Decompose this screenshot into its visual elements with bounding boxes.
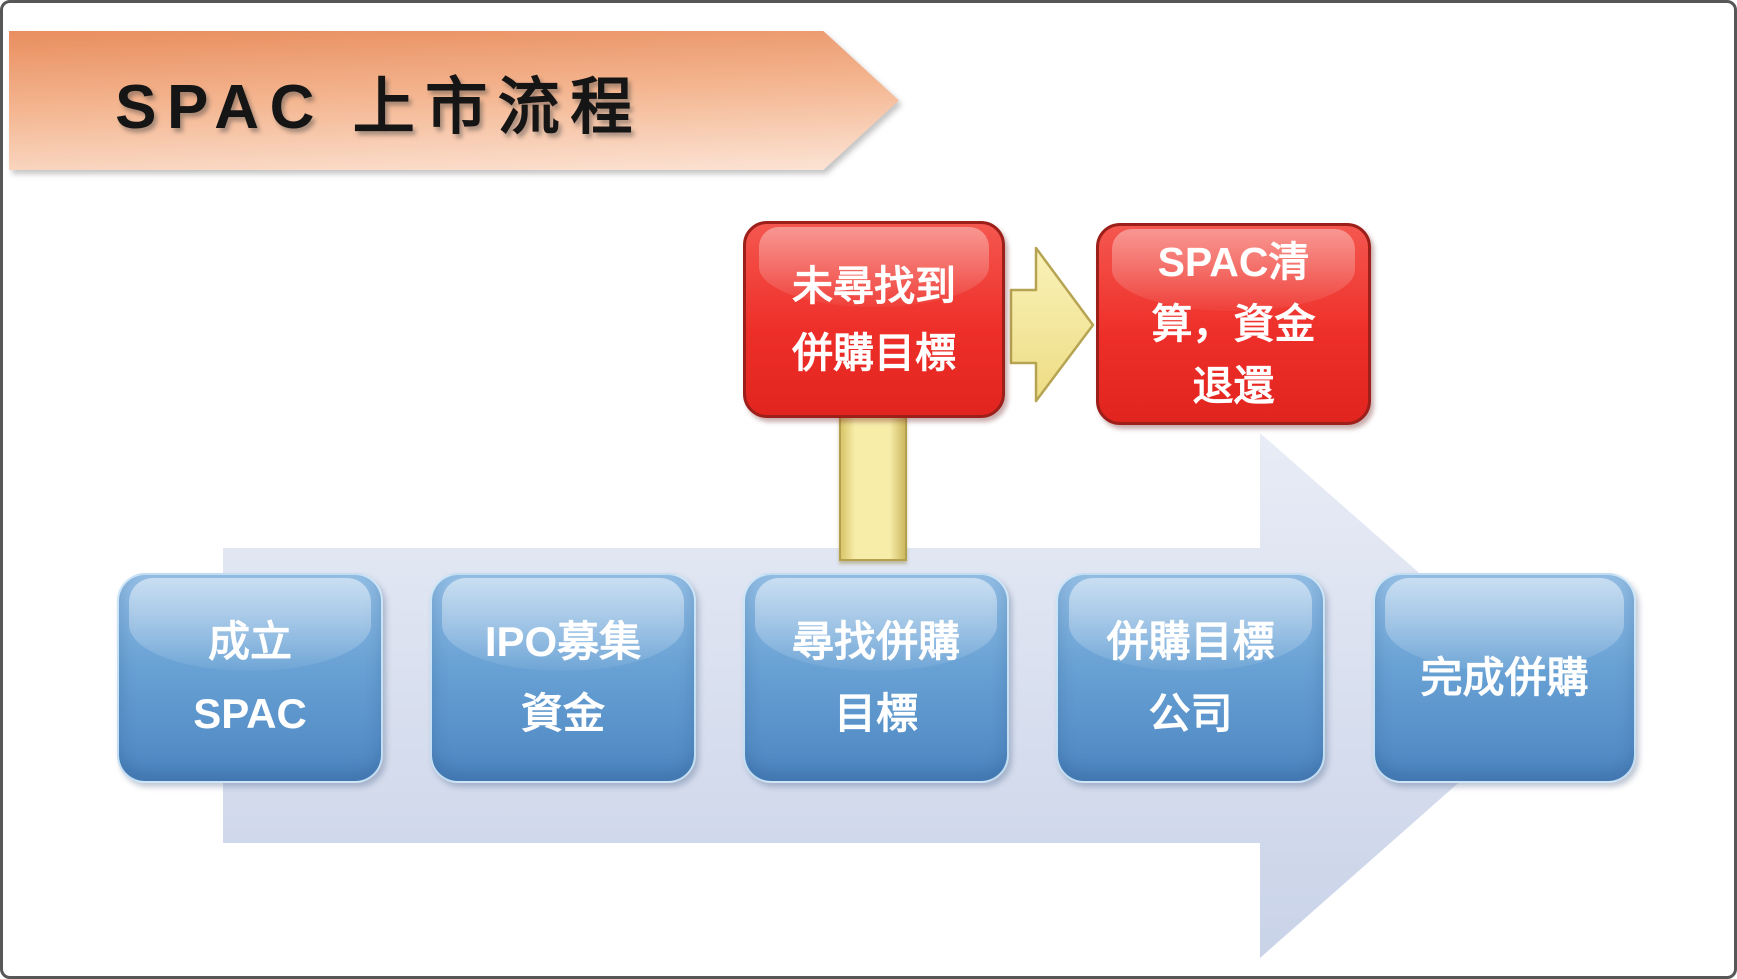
step-node-search-target: 尋找併購 目標 (743, 573, 1009, 783)
branch-arrow-icon (1009, 246, 1095, 403)
step-label: IPO募集 資金 (484, 617, 642, 737)
step-node-target-company: 併購目標 公司 (1056, 573, 1325, 783)
step-node-establish-spac: 成立 SPAC (117, 573, 383, 783)
step-node-complete-merger: 完成併購 (1373, 573, 1636, 783)
step-label: 併購目標 公司 (1106, 617, 1275, 737)
branch-connector-shape (839, 416, 907, 561)
page-title: SPAC 上市流程 (115, 72, 643, 142)
branch-node-liquidation-refund: SPAC清 算，資金 退還 (1096, 223, 1371, 425)
branch-node-label: 未尋找到 併購目標 (792, 263, 956, 376)
step-label: 完成併購 (1420, 653, 1589, 701)
title-banner-arrow-shape (9, 31, 899, 170)
step-label: 尋找併購 目標 (791, 617, 960, 737)
title-banner: SPAC 上市流程 (9, 31, 899, 170)
branch-node-label: SPAC清 算，資金 退還 (1151, 238, 1316, 410)
right-arrow-glyph (1009, 246, 1095, 403)
branch-node-no-target-found: 未尋找到 併購目標 (743, 221, 1005, 418)
step-label: 成立 SPAC (193, 617, 307, 737)
step-node-ipo-fundraising: IPO募集 資金 (430, 573, 696, 783)
